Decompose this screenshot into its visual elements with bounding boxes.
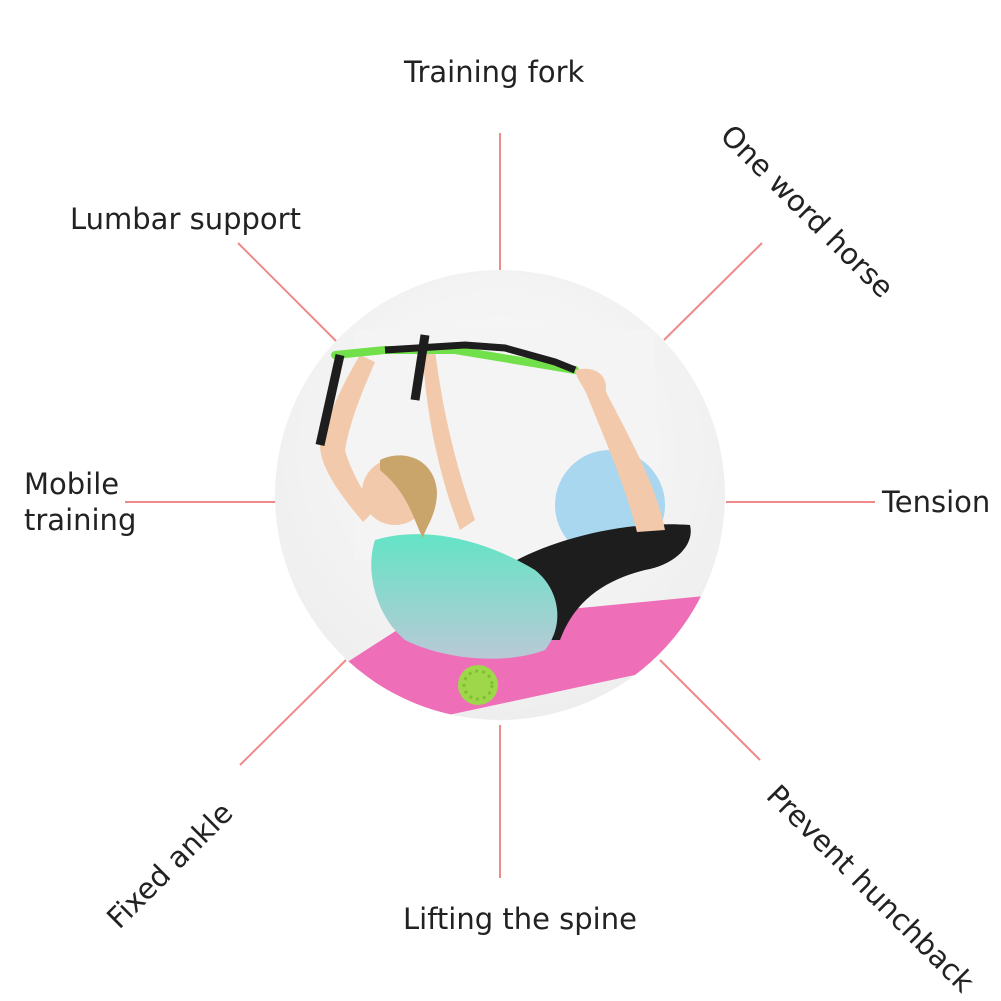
- massage-ball-texture: [462, 669, 494, 701]
- massage-ball: [458, 665, 498, 705]
- left-arm: [320, 355, 375, 522]
- yoga-photo: [275, 270, 725, 720]
- label-lumbar-support: Lumbar support: [70, 202, 301, 236]
- strap-end-mid: [410, 334, 430, 401]
- spoke-bottom-left: [239, 659, 347, 766]
- hair: [380, 455, 437, 538]
- foot: [575, 368, 606, 395]
- right-arm: [423, 350, 475, 530]
- label-mobile-training-line1: Mobile: [24, 467, 120, 501]
- label-training-fork: Training fork: [404, 55, 585, 89]
- stretch-strap: [331, 346, 579, 374]
- lower-leg: [587, 390, 665, 532]
- spoke-bottom-right: [659, 659, 761, 761]
- torso-shirt: [371, 534, 558, 659]
- strap-loops: [384, 341, 577, 374]
- label-mobile-training: Mobile training: [24, 466, 204, 538]
- spoke-top-right: [663, 242, 763, 341]
- strap-end-left: [315, 354, 345, 446]
- label-lifting-the-spine: Lifting the spine: [403, 902, 637, 936]
- spoke-top-left: [237, 242, 341, 346]
- label-tension: Tension: [882, 485, 991, 519]
- yoga-scene-illustration: [275, 270, 725, 720]
- label-mobile-training-line2: training: [24, 503, 137, 537]
